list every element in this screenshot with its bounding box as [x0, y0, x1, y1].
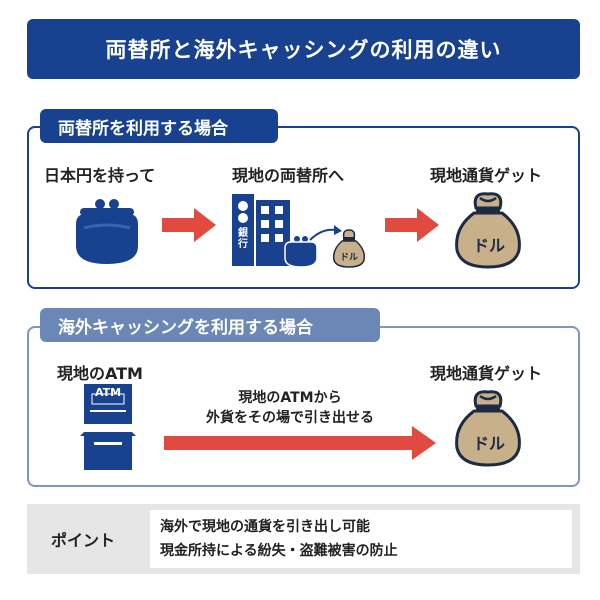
- bank-sign-text: 銀行: [238, 228, 248, 250]
- cashing-step-1-label: 現地のATM: [57, 364, 143, 383]
- exchange-section-label-text: 両替所を利用する場合: [58, 118, 228, 139]
- cashing-arrow-caption-line-1: 現地のATMから: [238, 390, 342, 406]
- cashing-money-bag-text: ドル: [472, 434, 505, 453]
- cashing-section-label: 海外キャッシングを利用する場合: [40, 308, 380, 342]
- exchange-step-1-label: 日本円を持って: [44, 166, 156, 185]
- exchange-step-2-label: 現地の両替所へ: [232, 166, 345, 185]
- exchange-step-3-label: 現地通貨ゲット: [430, 166, 543, 185]
- exchange-curve-arrow-icon: [309, 225, 342, 241]
- cashing-step-2-label: 現地通貨ゲット: [430, 364, 543, 383]
- cashing-section-label-text: 海外キャッシングを利用する場合: [58, 317, 313, 338]
- exchange-arrow-2-icon: [385, 208, 439, 242]
- cashing-long-arrow-icon: [164, 426, 436, 460]
- point-label: ポイント: [27, 504, 139, 574]
- money-bag-icon: [455, 192, 521, 269]
- small-purse-icon: [284, 236, 318, 268]
- exchange-arrow-1-icon: [162, 208, 216, 242]
- exchange-section-label: 両替所を利用する場合: [40, 109, 278, 143]
- small-bag-text: ドル: [339, 253, 358, 263]
- point-label-text: ポイント: [50, 531, 115, 550]
- money-bag-text: ドル: [472, 236, 505, 255]
- cashing-arrow-caption: 現地のATMから 外貨をその場で引き出せる: [170, 388, 410, 428]
- page-title: 両替所と海外キャッシングの利用の違い: [27, 19, 580, 79]
- point-line-2: 現金所持による紛失・盗難被害の防止: [160, 543, 398, 559]
- point-line-1: 海外で現地の通貨を引き出し可能: [160, 519, 370, 535]
- page-title-text: 両替所と海外キャッシングの利用の違い: [105, 38, 502, 62]
- small-money-bag-icon: [332, 229, 366, 268]
- point-content: 海外で現地の通貨を引き出し可能 現金所持による紛失・盗難被害の防止: [150, 510, 572, 568]
- cashing-arrow-caption-line-2: 外貨をその場で引き出せる: [206, 410, 374, 426]
- coin-purse-icon: [76, 199, 138, 264]
- cashing-money-bag-icon: [455, 390, 521, 467]
- atm-sign-text: ATM: [94, 386, 122, 399]
- atm-machine-icon: [80, 384, 136, 470]
